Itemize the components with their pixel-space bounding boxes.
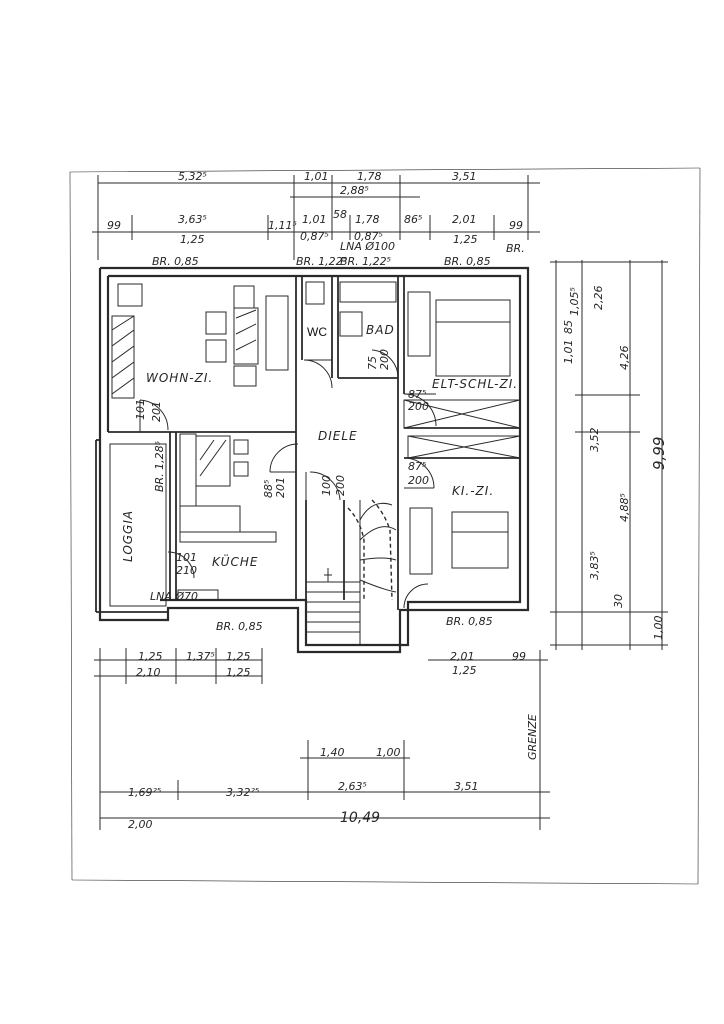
dim-right-1055: 1,05⁵ bbox=[568, 287, 581, 316]
room-wc: WC bbox=[307, 325, 327, 339]
dim-bot-125a: 1,25 bbox=[138, 650, 163, 663]
dim-top-351: 3,51 bbox=[452, 170, 477, 183]
staircase bbox=[306, 499, 397, 645]
door-diele-100: 100 bbox=[320, 475, 333, 496]
dim-bot-99: 99 bbox=[512, 650, 526, 663]
dim-top-99a: 99 bbox=[107, 219, 121, 232]
door-labels: 101 201 87⁵ 200 87⁵ 200 100 200 101 210 … bbox=[134, 349, 429, 577]
door-swings bbox=[139, 349, 437, 609]
dimension-text-top: 5,32⁵ 1,01 1,78 3,51 2,88⁵ 99 3,63⁵ 1,11… bbox=[107, 170, 523, 246]
dim-bot-140: 1,40 bbox=[320, 746, 345, 759]
dim-right-226: 2,26 bbox=[592, 286, 605, 311]
room-bad: BAD bbox=[366, 323, 395, 337]
dim-top-125b: 1,25 bbox=[453, 233, 478, 246]
dimension-text-right: 2,26 1,05⁵ 4,26 3,52 9,99 4,88⁵ 3,83⁵ 1,… bbox=[562, 286, 668, 641]
door-kueche-210: 210 bbox=[176, 564, 197, 577]
dimension-lines-right bbox=[550, 260, 668, 650]
dim-bot-1375: 1,37⁵ bbox=[186, 650, 215, 663]
door-elt-200: 200 bbox=[408, 400, 429, 413]
label-grenze: GRENZE bbox=[526, 714, 539, 760]
room-diele: DIELE bbox=[318, 429, 358, 443]
dim-right-30: 30 bbox=[612, 594, 625, 608]
door-wc-201: 201 bbox=[274, 477, 287, 498]
dim-top-58: 58 bbox=[333, 208, 347, 221]
dimension-text-bottom: 1,25 1,37⁵ 1,25 2,10 1,25 2,01 99 1,25 1… bbox=[128, 650, 526, 831]
dim-top-178: 1,78 bbox=[357, 170, 382, 183]
room-eltern-schlafzimmer: ELT-SCHL-ZI. bbox=[432, 377, 518, 391]
dim-bot-201: 2,01 bbox=[450, 650, 475, 663]
dim-bot-210: 2,10 bbox=[136, 666, 161, 679]
paper-outline bbox=[69, 167, 701, 885]
dim-bot-125d: 1,25 bbox=[452, 664, 477, 677]
outer-walls bbox=[98, 266, 530, 654]
dim-top-99b: 99 bbox=[509, 219, 523, 232]
dim-top-865: 86⁵ bbox=[404, 213, 422, 226]
room-wohnzimmer: WOHN-ZI. bbox=[146, 371, 213, 385]
dimension-lines-bottom bbox=[94, 648, 550, 830]
dim-top-101: 1,01 bbox=[304, 170, 329, 183]
dim-right-426: 4,26 bbox=[618, 346, 631, 371]
window-kueche: BR. 0,85 bbox=[216, 620, 263, 633]
dim-top-532: 5,32⁵ bbox=[178, 170, 207, 183]
door-diele-200: 200 bbox=[334, 475, 347, 496]
window-ki: BR. 0,85 bbox=[446, 615, 493, 628]
dim-top-125a: 1,25 bbox=[180, 233, 205, 246]
lna-100: LNA Ø100 bbox=[340, 240, 395, 253]
dim-bot-200: 2,00 bbox=[128, 818, 153, 831]
door-elt-875: 87⁵ bbox=[408, 388, 426, 401]
door-kueche-101: 101 bbox=[176, 551, 197, 564]
door-ki-875: 87⁵ bbox=[408, 460, 426, 473]
window-loggia: BR. 1,28⁵ bbox=[153, 441, 166, 492]
dim-top-0875a: 0,87⁵ bbox=[300, 230, 329, 243]
dim-right-101: 1,01 bbox=[562, 340, 575, 365]
door-wohn-201: 201 bbox=[150, 401, 163, 422]
room-loggia: LOGGIA bbox=[121, 510, 135, 562]
window-small: BR. bbox=[506, 242, 525, 255]
dim-bot-125b: 1,25 bbox=[226, 650, 251, 663]
window-wc: BR. 1,22⁵ bbox=[296, 255, 347, 268]
door-ki-200: 200 bbox=[408, 474, 429, 487]
window-wohn: BR. 0,85 bbox=[152, 255, 199, 268]
dim-right-999: 9,99 bbox=[650, 437, 668, 470]
window-bad: BR. 1,22⁵ bbox=[340, 255, 391, 268]
door-bad-200: 200 bbox=[378, 349, 391, 370]
dim-top-0875b: 0,87⁵ bbox=[354, 230, 383, 243]
dim-top-111: 1,11⁵ bbox=[268, 219, 297, 232]
dim-top-288: 2,88⁵ bbox=[340, 184, 369, 197]
door-wc-885: 88⁵ bbox=[262, 480, 275, 498]
room-labels: WOHN-ZI. BAD WC ELT-SCHL-ZI. DIELE KI.-Z… bbox=[121, 323, 539, 760]
dim-bot-1049: 10,49 bbox=[340, 810, 380, 826]
dim-bot-332: 3,32²⁵ bbox=[226, 786, 259, 799]
dim-right-100: 1,00 bbox=[652, 616, 665, 641]
window-labels: BR. 0,85 BR. 1,22⁵ BR. 1,22⁵ BR. 0,85 BR… bbox=[150, 240, 525, 633]
dim-right-3835: 3,83⁵ bbox=[588, 551, 601, 580]
room-kinderzimmer: KI.-ZI. bbox=[452, 484, 494, 498]
furniture bbox=[109, 281, 521, 607]
door-bad-75: 75 bbox=[366, 356, 379, 370]
dim-right-85: 85 bbox=[562, 320, 575, 334]
lna-70: LNA Ø70 bbox=[150, 590, 198, 603]
dim-top-101b: 1,01 bbox=[302, 213, 327, 226]
window-elt: BR. 0,85 bbox=[444, 255, 491, 268]
room-kueche: KÜCHE bbox=[212, 553, 258, 569]
dim-top-363: 3,63⁵ bbox=[178, 213, 207, 226]
dim-top-178b: 1,78 bbox=[355, 213, 380, 226]
dim-top-201: 2,01 bbox=[452, 213, 477, 226]
dim-bot-169: 1,69²⁵ bbox=[128, 786, 161, 799]
dim-bot-351: 3,51 bbox=[454, 780, 479, 793]
dimension-lines-top bbox=[92, 175, 540, 260]
dim-bot-125c: 1,25 bbox=[226, 666, 251, 679]
dim-bot-100: 1,00 bbox=[376, 746, 401, 759]
dim-right-352: 3,52 bbox=[588, 428, 601, 453]
dim-right-4885: 4,88⁵ bbox=[618, 493, 631, 522]
door-wohn-101: 101 bbox=[134, 399, 147, 420]
dim-bot-2635: 2,63⁵ bbox=[338, 780, 367, 793]
